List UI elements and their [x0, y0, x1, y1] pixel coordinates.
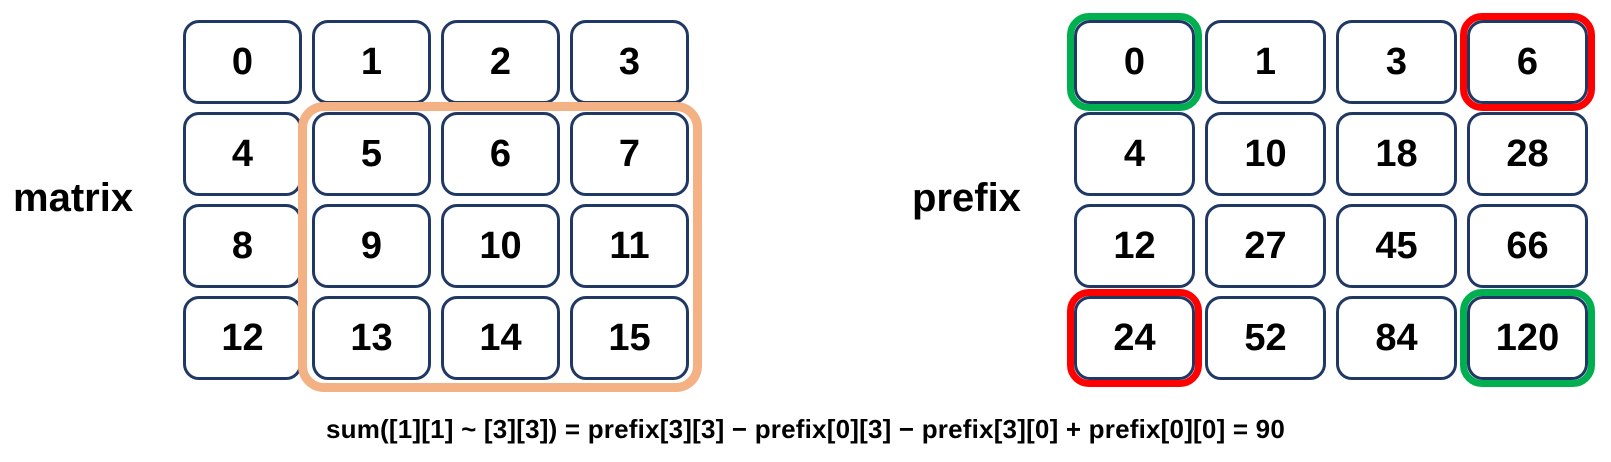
prefix-cell-r0-c0: 0 — [1067, 13, 1202, 111]
matrix-cell-value: 7 — [618, 132, 641, 175]
prefix-cell-value: 18 — [1375, 132, 1418, 175]
matrix-cell-r3-c2: 14 — [441, 296, 560, 380]
matrix-cell-r3-c0: 12 — [183, 296, 302, 380]
prefix-cell-value: 24 — [1113, 316, 1156, 359]
prefix-cell-r2-c3: 66 — [1467, 204, 1588, 288]
prefix-cell-r1-c2: 18 — [1336, 112, 1457, 196]
prefix-sum-formula: sum([1][1] ~ [3][3]) = prefix[3][3] − pr… — [325, 414, 1285, 444]
matrix-cell-value: 3 — [618, 40, 641, 83]
matrix-cell-value: 5 — [360, 132, 383, 175]
matrix-cell-value: 14 — [479, 316, 522, 359]
prefix-cell-value: 4 — [1123, 132, 1146, 175]
prefix-cell-value: 28 — [1506, 132, 1549, 175]
matrix-cell-value: 11 — [609, 224, 650, 267]
prefix-label: prefix — [912, 176, 1021, 220]
prefix-cell-r0-c2: 3 — [1336, 20, 1457, 104]
matrix-cell-r2-c3: 11 — [570, 204, 689, 288]
prefix-cell-value: 120 — [1495, 316, 1560, 359]
matrix-cell-value: 12 — [221, 316, 264, 359]
matrix-cell-value: 2 — [489, 40, 512, 83]
prefix-cell-r2-c1: 27 — [1205, 204, 1326, 288]
prefix-cell-value: 1 — [1254, 40, 1277, 83]
prefix-cell-r0-c1: 1 — [1205, 20, 1326, 104]
prefix-cell-r2-c2: 45 — [1336, 204, 1457, 288]
prefix-cell-value: 12 — [1113, 224, 1156, 267]
matrix-cell-r0-c2: 2 — [441, 20, 560, 104]
prefix-cell-value: 52 — [1244, 316, 1287, 359]
matrix-cell-value: 10 — [479, 224, 522, 267]
matrix-cell-value: 0 — [231, 40, 254, 83]
prefix-cell-r2-c0: 12 — [1074, 204, 1195, 288]
matrix-cell-r0-c3: 3 — [570, 20, 689, 104]
matrix-cell-r2-c1: 9 — [312, 204, 431, 288]
matrix-cell-value: 8 — [231, 224, 254, 267]
prefix-cell-value: 0 — [1123, 40, 1146, 83]
matrix-cell-value: 4 — [231, 132, 254, 175]
prefix-cell-r1-c1: 10 — [1205, 112, 1326, 196]
matrix-cell-value: 15 — [608, 316, 651, 359]
matrix-cell-r1-c3: 7 — [570, 112, 689, 196]
matrix-cell-r0-c0: 0 — [183, 20, 302, 104]
prefix-cell-value: 27 — [1244, 224, 1287, 267]
prefix-cell-r3-c3: 120 — [1460, 289, 1595, 387]
matrix-cell-r1-c1: 5 — [312, 112, 431, 196]
prefix-grid: 0 1 3 6 4 10 18 28 12 27 45 66 24 52 84 120 — [1067, 13, 1595, 387]
prefix-cell-r0-c3: 6 — [1460, 13, 1595, 111]
matrix-cell-value: 9 — [360, 224, 383, 267]
matrix-cell-r3-c3: 15 — [570, 296, 689, 380]
matrix-cell-value: 6 — [489, 132, 512, 175]
matrix-cell-r0-c1: 1 — [312, 20, 431, 104]
matrix-label: matrix — [13, 176, 134, 220]
matrix-cell-value: 1 — [360, 40, 383, 83]
prefix-cell-value: 10 — [1244, 132, 1287, 175]
prefix-cell-r3-c0: 24 — [1067, 289, 1202, 387]
matrix-cell-r3-c1: 13 — [312, 296, 431, 380]
prefix-cell-value: 45 — [1375, 224, 1418, 267]
matrix-cell-r1-c2: 6 — [441, 112, 560, 196]
matrix-cell-r1-c0: 4 — [183, 112, 302, 196]
prefix-cell-r3-c1: 52 — [1205, 296, 1326, 380]
prefix-cell-value: 66 — [1506, 224, 1549, 267]
matrix-cell-value: 13 — [350, 316, 393, 359]
matrix-cell-r2-c0: 8 — [183, 204, 302, 288]
prefix-cell-value: 6 — [1516, 40, 1539, 83]
prefix-cell-value: 84 — [1375, 316, 1418, 359]
prefix-cell-r3-c2: 84 — [1336, 296, 1457, 380]
prefix-cell-r1-c3: 28 — [1467, 112, 1588, 196]
prefix-cell-r1-c0: 4 — [1074, 112, 1195, 196]
prefix-cell-value: 3 — [1385, 40, 1408, 83]
matrix-cell-r2-c2: 10 — [441, 204, 560, 288]
